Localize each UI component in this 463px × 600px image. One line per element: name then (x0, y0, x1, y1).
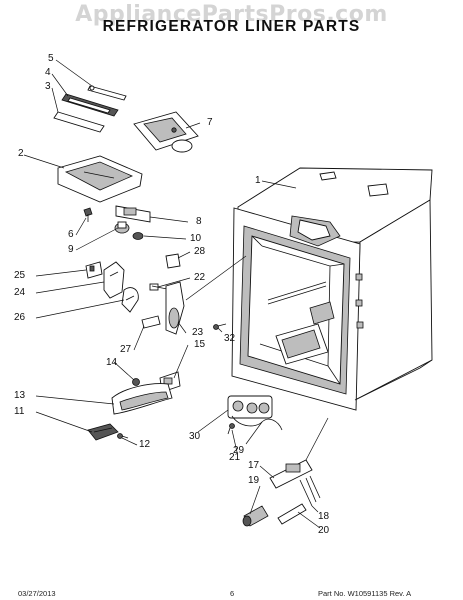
part-2 (57, 155, 143, 203)
part-23 (165, 281, 185, 335)
callout-9: 9 (68, 244, 74, 255)
part-9 (114, 221, 130, 234)
callout-12: 12 (139, 439, 151, 450)
leader-lines (23, 59, 329, 529)
part-28 (165, 253, 181, 269)
part-26 (121, 287, 139, 313)
callout-32: 32 (224, 333, 236, 344)
callout-10: 10 (190, 233, 202, 244)
callout-1: 1 (255, 175, 261, 186)
part-17 (269, 459, 313, 489)
part-21 (227, 423, 235, 435)
part-27 (141, 315, 161, 329)
callout-26: 26 (14, 312, 26, 323)
callout-28: 28 (194, 246, 206, 257)
callout-29: 29 (233, 445, 245, 456)
callout-17: 17 (248, 460, 260, 471)
watermark-text: AppliancePartsPros.com (75, 2, 388, 27)
part-7 (133, 111, 199, 153)
callout-30: 30 (189, 431, 201, 442)
part-11 (87, 423, 119, 441)
callout-25: 25 (14, 270, 26, 281)
callout-13: 13 (14, 390, 26, 401)
part-20 (277, 503, 307, 525)
part-19 (242, 505, 269, 527)
callout-24: 24 (14, 287, 26, 298)
callout-7: 7 (207, 117, 213, 128)
part-4 (61, 93, 119, 117)
part-3 (53, 111, 105, 133)
part-30 (227, 395, 273, 419)
part-32 (213, 323, 227, 330)
part-13 (111, 383, 173, 415)
callout-11: 11 (14, 406, 25, 417)
part-1-liner (231, 167, 433, 411)
part-6 (83, 207, 93, 222)
callout-20: 20 (318, 525, 330, 536)
callout-22: 22 (194, 272, 206, 283)
callout-27: 27 (120, 344, 132, 355)
callout-19: 19 (248, 475, 260, 486)
callout-5: 5 (48, 53, 54, 64)
part-14 (132, 378, 140, 386)
part-25 (85, 261, 103, 279)
callout-6: 6 (68, 229, 74, 240)
part-24 (103, 261, 125, 299)
callout-14: 14 (106, 357, 118, 368)
diagram-title: REFRIGERATOR LINER PARTS (102, 18, 361, 35)
callout-4: 4 (45, 67, 51, 78)
part-12 (117, 433, 129, 439)
callout-2: 2 (18, 148, 24, 159)
footer-page-number: 6 (230, 589, 235, 598)
part-10 (132, 232, 144, 240)
callout-8: 8 (196, 216, 202, 227)
footer-date: 03/27/2013 (18, 589, 56, 598)
callout-18: 18 (318, 511, 330, 522)
callout-15: 15 (194, 339, 206, 350)
footer-part-number: Part No. W10591135 Rev. A (318, 589, 412, 598)
callout-3: 3 (45, 81, 51, 92)
callout-23: 23 (192, 327, 204, 338)
part-8 (115, 205, 151, 223)
part-18 (299, 475, 321, 507)
callout-21: 21 (229, 452, 241, 463)
part-5 (87, 85, 127, 101)
